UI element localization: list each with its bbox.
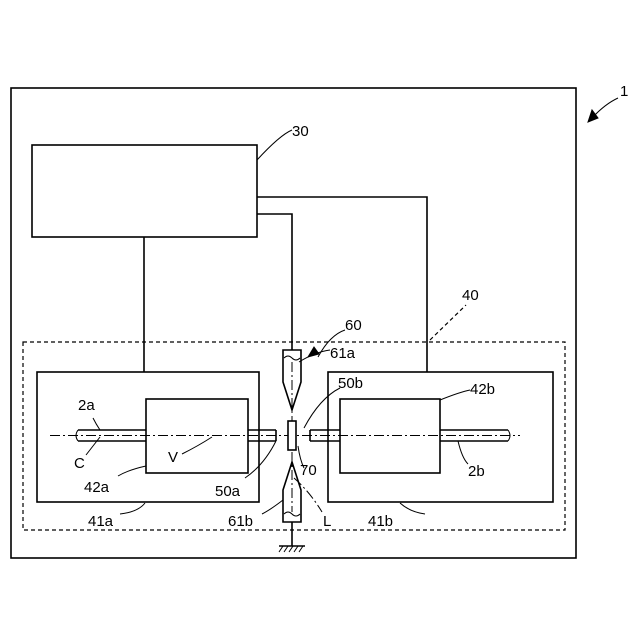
leader-42b (440, 390, 470, 400)
label-fiber-left: 2a (78, 397, 95, 414)
label-stage-left: 41a (88, 513, 114, 530)
label-device: 1 (620, 83, 628, 100)
label-electrode-bottom: 61b (228, 513, 253, 530)
label-holder-left: 42a (84, 479, 110, 496)
leader-c (86, 437, 100, 455)
label-electrode-top: 61a (330, 345, 356, 362)
label-stage-right: 41b (368, 513, 393, 530)
leader-2a (93, 418, 100, 430)
ground-hatch (279, 546, 303, 552)
leader-61b (262, 500, 283, 514)
leader-2b (458, 441, 468, 464)
leader-41a (120, 503, 145, 514)
controller-box (32, 145, 257, 237)
label-end-right: 50b (338, 375, 363, 392)
label-electrodes: 60 (345, 317, 362, 334)
label-holder-right: 42b (470, 381, 495, 398)
label-axis-c: C (74, 455, 85, 472)
arrow-60-head (308, 347, 319, 357)
label-unit: 40 (462, 287, 479, 304)
leader-42a (118, 466, 146, 476)
leader-41b (400, 503, 425, 514)
leader-40 (430, 305, 466, 340)
holder-right (340, 399, 440, 473)
label-end-left: 50a (215, 483, 241, 500)
label-axis-v: V (168, 449, 178, 466)
label-gap: 70 (300, 462, 317, 479)
leader-30 (257, 130, 292, 160)
arrow-1-head (588, 110, 598, 122)
wire-controller-electrode (257, 214, 292, 350)
gap-region (288, 421, 296, 450)
leader-50b (304, 388, 340, 428)
label-controller: 30 (292, 123, 309, 140)
label-fiber-right: 2b (468, 463, 485, 480)
label-axis-l: L (323, 513, 331, 530)
leader-50a (245, 441, 276, 478)
